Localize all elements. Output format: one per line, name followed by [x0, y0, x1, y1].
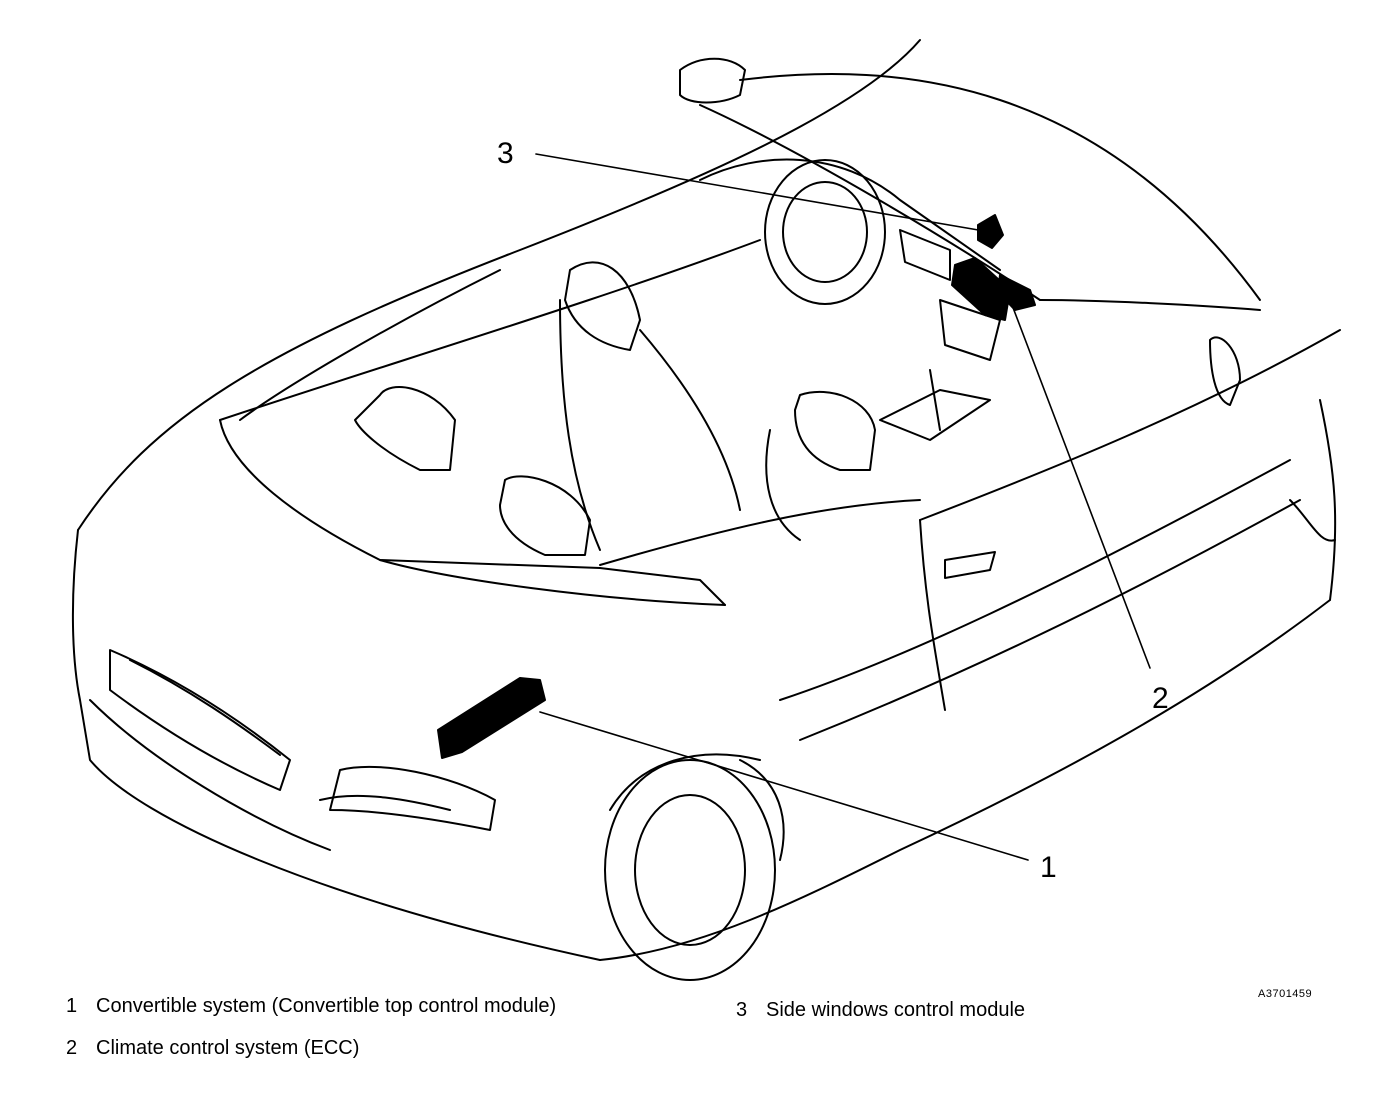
legend-number-2: 2: [66, 1037, 78, 1059]
legend-label-3: Side windows control module: [766, 999, 1026, 1021]
legend-item-1: 1 Convertible system (Convertible top con…: [66, 994, 556, 1018]
leader-line-1: [539, 711, 1029, 861]
callout-number-2: 2: [1152, 682, 1169, 715]
leader-line-2: [1011, 304, 1151, 669]
climate-control-module: [951, 257, 1011, 321]
legend-label-2: Climate control system (ECC): [96, 1037, 360, 1059]
figure-id: A3701459: [1258, 988, 1313, 1000]
climate-control-module-part: [997, 274, 1036, 311]
module-shapes: [437, 214, 1036, 759]
legend-label-1: Convertible system (Convertible top cont…: [96, 995, 557, 1017]
leader-lines: [535, 153, 1151, 861]
legend-number-1: 1: [66, 995, 78, 1017]
legend-number-3: 3: [736, 999, 748, 1021]
legend-item-2: 2 Climate control system (ECC): [66, 1036, 359, 1060]
car-body-outline: [71, 39, 1341, 981]
leader-line-3: [535, 153, 991, 233]
convertible-top-control-module: [437, 677, 546, 759]
callout-number-3: 3: [497, 137, 514, 170]
callout-number-1: 1: [1040, 851, 1057, 884]
legend-item-3: 3 Side windows control module: [736, 998, 1025, 1022]
